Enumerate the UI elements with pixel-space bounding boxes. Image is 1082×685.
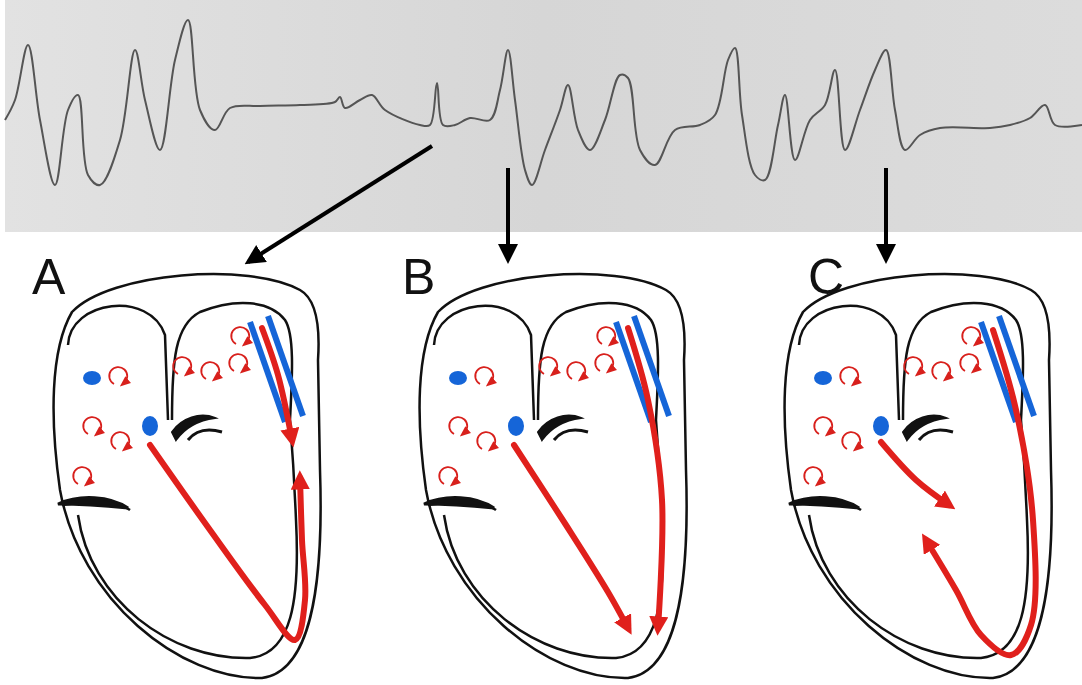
pointer-arrow [506,168,510,260]
panel-label: A [32,252,65,302]
ecg-trace [5,20,1082,185]
ecg-strip [5,0,1082,232]
panel-label: B [402,252,435,302]
heart-diagram [420,274,687,678]
pointer-arrow [248,146,432,262]
pointer-arrow [884,168,888,260]
heart-diagram [54,274,321,678]
heart-diagram [785,274,1052,678]
panel-label: C [808,252,844,302]
